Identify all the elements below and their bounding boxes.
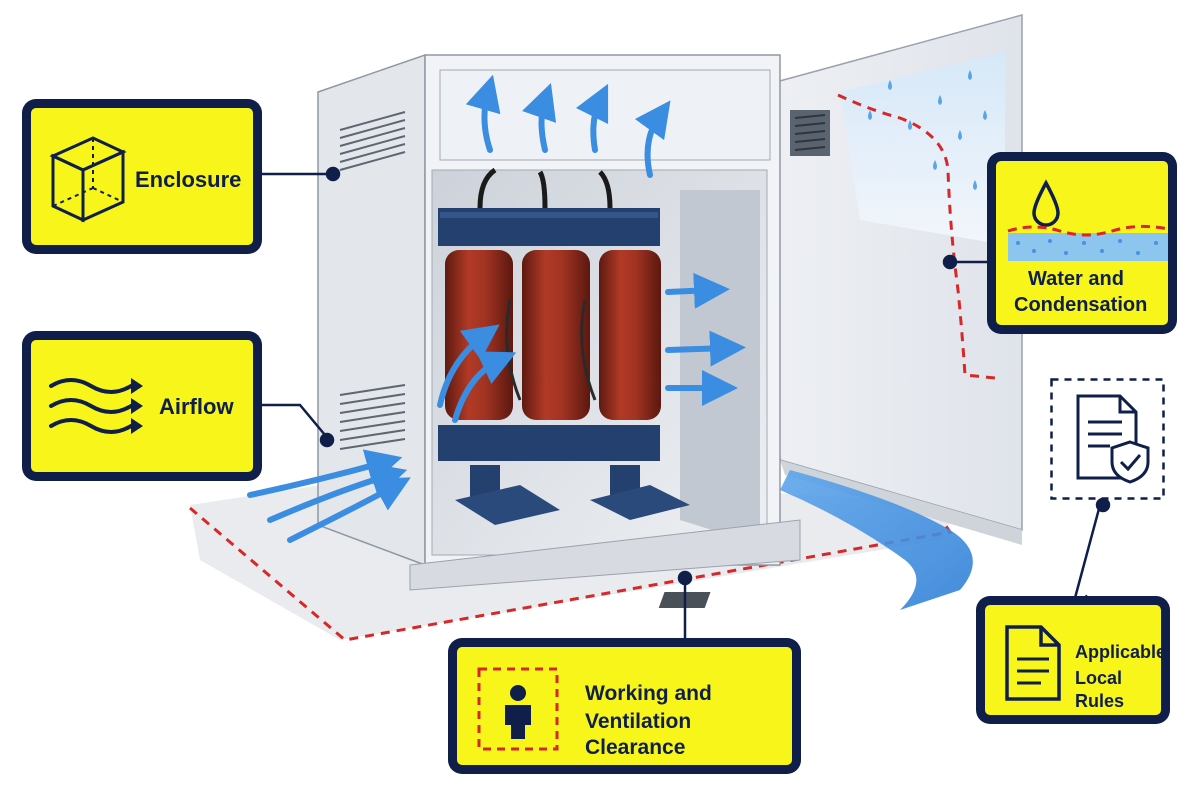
airflow-callout: Airflow xyxy=(22,331,262,481)
callout-connectors xyxy=(262,166,1111,645)
person-in-zone-icon xyxy=(475,665,561,758)
water-droplets xyxy=(868,70,987,190)
transformer xyxy=(438,167,690,525)
local-rules-callout: Applicable Local Rules xyxy=(976,596,1170,724)
airflow-waves-icon xyxy=(45,368,145,453)
water-condensation-label-line1: Water and xyxy=(1028,268,1124,290)
enclosure-callout: Enclosure xyxy=(22,99,262,254)
clearance-label-line2: Ventilation Clearance xyxy=(585,710,692,760)
airflow-arrows xyxy=(247,74,746,543)
document-shield-icon xyxy=(1050,378,1165,500)
water-condensation-label-line2: Condensation xyxy=(1014,294,1148,316)
local-rules-label-line1: Applicable xyxy=(1075,642,1167,662)
document-icon xyxy=(1001,621,1065,710)
water-condensation-callout: Water and Condensation xyxy=(987,152,1177,334)
clearance-label-line1: Working and xyxy=(585,682,712,705)
clearance-callout: Working and Ventilation Clearance xyxy=(448,638,801,774)
water-drop-icon xyxy=(1004,171,1172,268)
airflow-label: Airflow xyxy=(159,394,234,419)
cube-icon xyxy=(45,128,131,233)
local-rules-label-line2: Local Rules xyxy=(1075,668,1125,711)
enclosure-door xyxy=(764,14,1023,545)
enclosure-label: Enclosure xyxy=(135,167,242,192)
